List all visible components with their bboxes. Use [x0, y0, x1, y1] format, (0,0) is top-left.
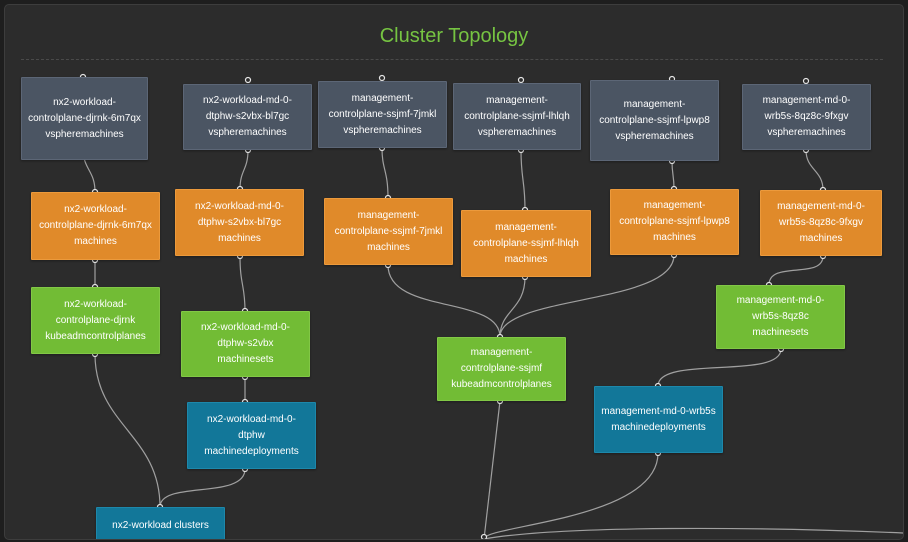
edge-v2-m2 — [239, 149, 249, 190]
edge-v4-m4 — [520, 149, 526, 211]
node-machines-mgmt-7jmkl[interactable]: management-controlplane-ssjmf-7jmkl mach… — [324, 198, 453, 265]
edge-v5-m5 — [671, 160, 675, 190]
node-label: nx2-workload-md-0-dtphw-s2vbx machineset… — [201, 322, 290, 365]
node-label: nx2-workload-controlplane-djrnk kubeadmc… — [45, 298, 146, 342]
node-label: nx2-workload-md-0-dtphw-s2vbx-bl7gc vsph… — [203, 95, 292, 138]
node-machines-mgmt-lpwp8[interactable]: management-controlplane-ssjmf-lpwp8 mach… — [610, 189, 739, 255]
node-label: management-md-0-wrb5s machinedeployments — [601, 405, 716, 433]
node-kubeadmcontrolplanes-mgmt[interactable]: management-controlplane-ssjmf kubeadmcon… — [437, 337, 566, 401]
node-vspheremachines-nx2-md[interactable]: nx2-workload-md-0-dtphw-s2vbx-bl7gc vsph… — [183, 84, 312, 150]
edge-m2-ms2 — [239, 255, 246, 312]
node-label: management-controlplane-ssjmf kubeadmcon… — [451, 347, 552, 390]
node-label: nx2-workload-md-0-dtphw machinedeploymen… — [204, 413, 299, 457]
node-machines-nx2-md[interactable]: nx2-workload-md-0-dtphw-s2vbx-bl7gc mach… — [175, 189, 304, 256]
node-label: management-controlplane-ssjmf-lhlqh vsph… — [464, 94, 570, 138]
node-label: management-controlplane-ssjmf-lpwp8 mach… — [619, 200, 730, 243]
edge-md2-c1 — [159, 468, 246, 508]
node-clusters-nx2[interactable]: nx2-workload clusters — [96, 507, 225, 539]
node-label: management-md-0-wrb5s-8qz8c-9fxgv machin… — [777, 201, 865, 244]
node-machinedeployments-nx2[interactable]: nx2-workload-md-0-dtphw machinedeploymen… — [187, 402, 316, 469]
topology-panel: Cluster Topology — [4, 4, 904, 540]
edge-v6-m6 — [805, 149, 824, 191]
edge-ms6-md6 — [657, 348, 782, 387]
node-label: nx2-workload-controlplane-djrnk-6m7qx ma… — [39, 204, 152, 247]
node-label: management-controlplane-ssjmf-7jmkl mach… — [334, 209, 443, 253]
edge-md6-bottom — [483, 452, 659, 539]
node-label: management-controlplane-ssjmf-lpwp8 vsph… — [599, 98, 710, 142]
node-label: nx2-workload-controlplane-djrnk-6m7qx vs… — [28, 96, 141, 140]
node-label: management-md-0-wrb5s-8qz8c-9fxgv vspher… — [762, 95, 851, 138]
node-machines-nx2-cp[interactable]: nx2-workload-controlplane-djrnk-6m7qx ma… — [31, 192, 160, 260]
node-label: nx2-workload-md-0-dtphw-s2vbx-bl7gc mach… — [195, 200, 284, 244]
edge-kcp3-bottom — [483, 400, 501, 539]
title-divider — [21, 59, 883, 60]
node-machinesets-mgmt[interactable]: management-md-0-wrb5s-8qz8c machinesets — [716, 285, 845, 349]
node-vspheremachines-mgmt-7jmkl[interactable]: management-controlplane-ssjmf-7jmkl vsph… — [318, 81, 447, 148]
diagram-title: Cluster Topology — [379, 25, 529, 47]
edge-m6-ms6 — [768, 255, 824, 286]
node-machinedeployments-mgmt[interactable]: management-md-0-wrb5s machinedeployments — [594, 386, 723, 453]
node-label: management-controlplane-ssjmf-lhlqh mach… — [473, 221, 579, 265]
node-label: nx2-workload clusters — [112, 520, 209, 531]
edge-m3-kcp3 — [387, 264, 501, 338]
edge-kcp1-c1 — [94, 353, 161, 508]
node-label: management-controlplane-ssjmf-7jmkl vsph… — [328, 92, 437, 136]
node-label: management-md-0-wrb5s-8qz8c machinesets — [736, 295, 825, 338]
node-vspheremachines-mgmt-md[interactable]: management-md-0-wrb5s-8qz8c-9fxgv vspher… — [742, 84, 871, 150]
edge-m5-kcp3 — [499, 254, 675, 338]
edge-m4-kcp3 — [499, 276, 526, 338]
node-machines-mgmt-md[interactable]: management-md-0-wrb5s-8qz8c-9fxgv machin… — [760, 190, 882, 256]
edge-v3-m3 — [381, 147, 389, 199]
node-kubeadmcontrolplanes-nx2[interactable]: nx2-workload-controlplane-djrnk kubeadmc… — [31, 287, 160, 354]
node-vspheremachines-mgmt-lhlqh[interactable]: management-controlplane-ssjmf-lhlqh vsph… — [453, 83, 581, 150]
node-machines-mgmt-lhlqh[interactable]: management-controlplane-ssjmf-lhlqh mach… — [461, 210, 591, 277]
node-machinesets-nx2[interactable]: nx2-workload-md-0-dtphw-s2vbx machineset… — [181, 311, 310, 377]
node-vspheremachines-nx2-cp[interactable]: nx2-workload-controlplane-djrnk-6m7qx vs… — [21, 77, 148, 160]
edge-bottom-spread — [483, 527, 903, 539]
node-vspheremachines-mgmt-lpwp8[interactable]: management-controlplane-ssjmf-lpwp8 vsph… — [590, 80, 719, 161]
